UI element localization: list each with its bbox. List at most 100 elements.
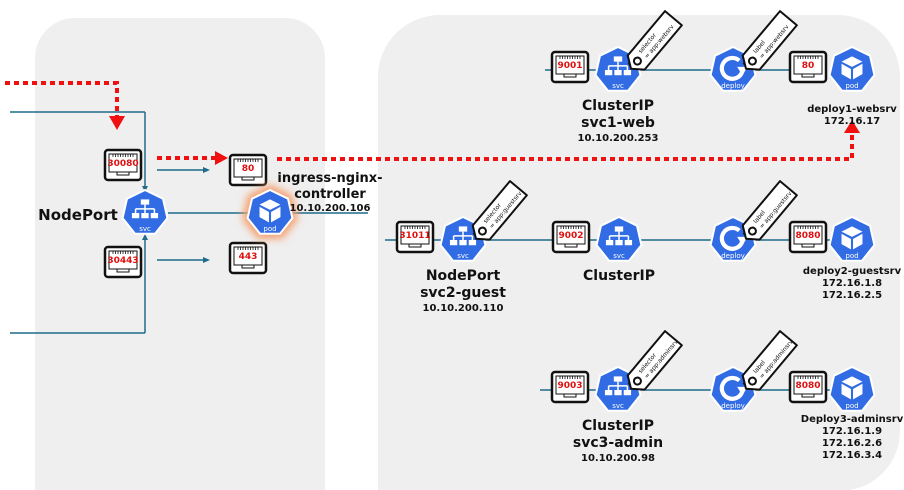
pod-icon-label: pod xyxy=(263,225,276,233)
service-port: 9003 xyxy=(550,370,590,404)
traffic-arrowhead-icon xyxy=(215,151,228,165)
network-tree-lines xyxy=(134,204,156,213)
port-latch xyxy=(556,393,584,398)
tag-shape xyxy=(626,10,683,71)
pod-icon: pod xyxy=(828,216,876,262)
service-type: ClusterIP xyxy=(582,98,654,114)
tag-hole xyxy=(747,56,757,66)
service-port: 31011 xyxy=(395,220,435,254)
svc-icon-label: svc xyxy=(612,82,624,90)
pod-port: 80 xyxy=(788,50,828,84)
network-tree-glyph xyxy=(140,199,150,205)
port-number: 9002 xyxy=(558,231,583,241)
tag-shape xyxy=(741,10,798,71)
pod-ip: 172.16.2.6 xyxy=(822,438,882,449)
svc-icon: svc xyxy=(594,366,642,412)
ingress-controller-ip: 10.10.200.106 xyxy=(290,203,371,214)
pod-icon: pod xyxy=(828,366,876,412)
ingress-to-websrv-traffic xyxy=(277,132,854,161)
tag-hole xyxy=(747,376,757,386)
svc-icon-label: svc xyxy=(613,252,625,260)
network-tree-glyph xyxy=(141,213,149,219)
external-traffic xyxy=(5,81,119,116)
service-ip: 10.10.200.110 xyxy=(423,303,504,314)
port-latch xyxy=(109,268,137,273)
nodes: 3008030443svcNodePort80443podingress-ngi… xyxy=(38,10,904,464)
pod-ip: 172.16.2.5 xyxy=(822,290,882,301)
cycle-arrowhead xyxy=(737,66,748,76)
network-tree-glyph xyxy=(615,240,623,246)
nodeport-title: NodePort xyxy=(38,206,118,224)
network-tree-lines xyxy=(607,381,629,390)
pod-shape xyxy=(246,189,294,235)
network-tree-glyph xyxy=(150,213,159,219)
tag-hole xyxy=(477,226,487,236)
network-tree-glyph xyxy=(468,240,477,246)
deployment-name: deploy2-guestsrv xyxy=(803,266,902,277)
network-tree-glyph xyxy=(604,70,613,76)
network-tree-glyph xyxy=(623,390,632,396)
pod-ip: 172.16.1.8 xyxy=(822,278,882,289)
ingress-controller-name: ingress-nginx- xyxy=(277,171,382,186)
service-name: svc2-guest xyxy=(420,285,506,301)
port-number: 8080 xyxy=(795,231,820,241)
port-latch xyxy=(401,243,429,248)
ingress-controller-name: controller xyxy=(294,187,366,202)
port-number: 30443 xyxy=(107,256,138,266)
pod-ip: 172.16.3.4 xyxy=(822,450,882,461)
port-number: 9001 xyxy=(557,61,582,71)
ingress-port-80: 80 xyxy=(228,153,268,187)
cycle-arrow-glyph xyxy=(719,225,745,251)
port-number: 9003 xyxy=(557,381,582,391)
network-tree-glyph xyxy=(613,376,623,382)
network-tree-glyph xyxy=(131,213,140,219)
pod-port: 8080 xyxy=(788,370,828,404)
cycle-arrow-glyph xyxy=(719,375,745,401)
port-latch xyxy=(234,264,262,269)
port-number: 8080 xyxy=(795,381,820,391)
tag-shape xyxy=(626,330,683,391)
traffic-path xyxy=(5,81,860,165)
service-port: 9001 xyxy=(550,50,590,84)
port-latch xyxy=(794,393,822,398)
pod-icon: pod xyxy=(242,184,298,239)
traffic-arrowhead-icon xyxy=(844,120,860,133)
network-tree-glyph xyxy=(605,240,614,246)
network-tree-glyph xyxy=(614,70,622,76)
network-tree-glyph xyxy=(459,240,467,246)
port-number: 31011 xyxy=(399,231,430,241)
deploy-icon-label: deploy xyxy=(721,82,745,90)
nodeport-30080: 30080 xyxy=(103,148,143,182)
network-tree-glyph xyxy=(614,226,624,232)
pod-shape xyxy=(828,366,876,412)
svc-icon-label: svc xyxy=(139,225,151,233)
deployment-name: deploy1-websrv xyxy=(807,104,897,115)
tag-hole xyxy=(632,56,642,66)
svc-icon: svc xyxy=(595,216,643,262)
network-tree-glyph xyxy=(614,390,622,396)
deploy-icon-label: deploy xyxy=(721,402,745,410)
traffic-arrowhead-icon xyxy=(109,116,125,130)
pod-ip: 172.16.17 xyxy=(824,116,880,127)
port-latch xyxy=(794,243,822,248)
port-latch xyxy=(109,171,137,176)
pod-icon-label: pod xyxy=(845,82,858,90)
service-ip: 10.10.200.253 xyxy=(578,133,659,144)
port-latch xyxy=(234,176,262,181)
ingress-port-443: 443 xyxy=(228,241,268,275)
svc-icon: svc xyxy=(121,189,169,235)
port-latch xyxy=(556,73,584,78)
deployment-name: Deploy3-adminsrv xyxy=(801,414,904,425)
tag-hole xyxy=(632,376,642,386)
nodeport-30443: 30443 xyxy=(103,245,143,279)
port-number: 443 xyxy=(239,252,258,262)
network-tree-glyph xyxy=(624,240,633,246)
service-port: 9002 xyxy=(551,220,591,254)
arrowhead-icon xyxy=(203,257,210,263)
arrowhead-icon xyxy=(142,234,148,240)
service-name: svc1-web xyxy=(581,115,655,131)
cycle-arrow-glyph xyxy=(719,55,745,81)
network-tree-glyph xyxy=(449,240,458,246)
svc-icon-label: svc xyxy=(612,402,624,410)
pod-icon: pod xyxy=(828,46,876,92)
